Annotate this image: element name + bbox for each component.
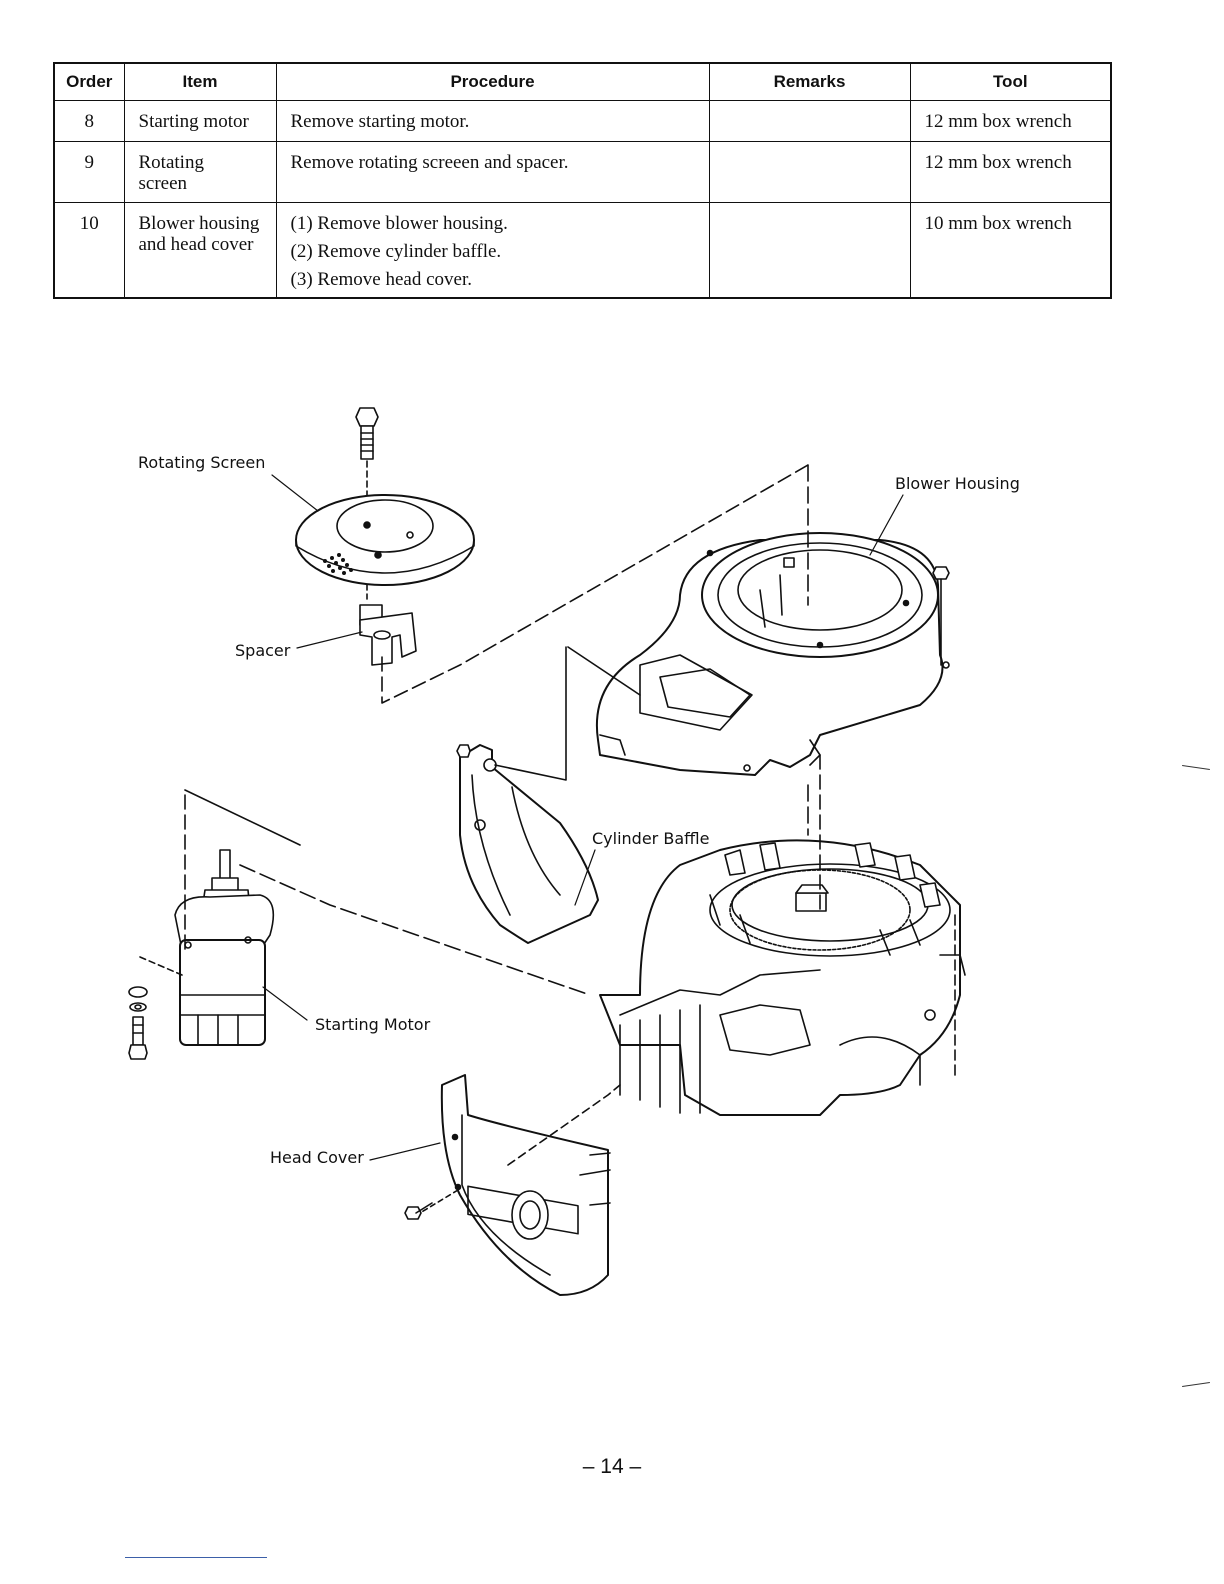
- order-cell: 10: [53, 202, 125, 299]
- engine-block-part: [599, 754, 966, 1116]
- procedure-step: (2) Remove cylinder baffle.: [290, 241, 502, 262]
- tool-cell: 12 mm box wrench: [909, 100, 1112, 142]
- head-cover-label: Head Cover: [270, 1148, 364, 1167]
- rotating-screen-part: [295, 494, 475, 601]
- header-tool: Tool: [909, 62, 1112, 101]
- blower-housing-part: [596, 464, 950, 836]
- order-cell: 9: [53, 141, 125, 203]
- procedure-step: Remove starting motor.: [290, 111, 470, 132]
- table-row: 8 Starting motor Remove starting motor. …: [53, 100, 1112, 142]
- header-procedure: Procedure: [275, 62, 710, 101]
- footer-rule: [125, 1557, 267, 1558]
- blower-housing-label: Blower Housing: [895, 474, 1020, 493]
- screen-bolt-icon: [355, 407, 379, 508]
- housing-bolt-icon: [932, 566, 950, 666]
- page-number: – 14 –: [582, 1455, 642, 1478]
- item-cell: Blower housing and head cover: [123, 202, 277, 299]
- procedure-step: (1) Remove blower housing.: [290, 213, 508, 234]
- item-cell: Rotating screen: [123, 141, 277, 203]
- table-row: 9 Rotating screen Remove rotating screee…: [53, 141, 1112, 203]
- remarks-cell: [708, 141, 911, 203]
- tool-cell: 10 mm box wrench: [909, 202, 1112, 299]
- motor-bolt-icon: [128, 986, 148, 1060]
- header-item: Item: [123, 62, 277, 101]
- header-order: Order: [53, 62, 125, 101]
- order-cell: 8: [53, 100, 125, 142]
- disassembly-procedure-table: Order Item Procedure Remarks Tool 8 Star…: [53, 62, 1112, 299]
- remarks-cell: [708, 100, 911, 142]
- cylinder-baffle-part: [456, 646, 641, 944]
- remarks-cell: [708, 202, 911, 299]
- cylinder-baffle-label: Cylinder Baffle: [592, 829, 710, 848]
- procedure-step: (3) Remove head cover.: [290, 269, 472, 290]
- starting-motor-label: Starting Motor: [315, 1015, 431, 1034]
- head-cover-bolt-icon: [404, 1202, 433, 1220]
- procedure-cell: Remove starting motor.: [275, 100, 710, 142]
- exploded-view-diagram: Rotating Screen Blower Housing Spacer Cy…: [120, 395, 1040, 1305]
- header-remarks: Remarks: [708, 62, 911, 101]
- tool-cell: 12 mm box wrench: [909, 141, 1112, 203]
- table-header-row: Order Item Procedure Remarks Tool: [53, 62, 1112, 101]
- spacer-part: [359, 464, 809, 704]
- rotating-screen-label: Rotating Screen: [138, 453, 266, 472]
- spacer-label: Spacer: [235, 641, 291, 660]
- margin-mark: [1182, 765, 1210, 770]
- leader-lines: [262, 474, 904, 1161]
- procedure-step: Remove rotating screeen and spacer.: [290, 152, 569, 173]
- margin-mark: [1182, 1382, 1210, 1387]
- item-cell: Starting motor: [123, 100, 277, 142]
- procedure-cell: Remove rotating screeen and spacer.: [275, 141, 710, 203]
- procedure-cell: (1) Remove blower housing. (2) Remove cy…: [275, 202, 710, 299]
- starting-motor-part: [139, 789, 591, 1046]
- head-cover-part: [419, 1074, 621, 1296]
- table-row: 10 Blower housing and head cover (1) Rem…: [53, 202, 1112, 299]
